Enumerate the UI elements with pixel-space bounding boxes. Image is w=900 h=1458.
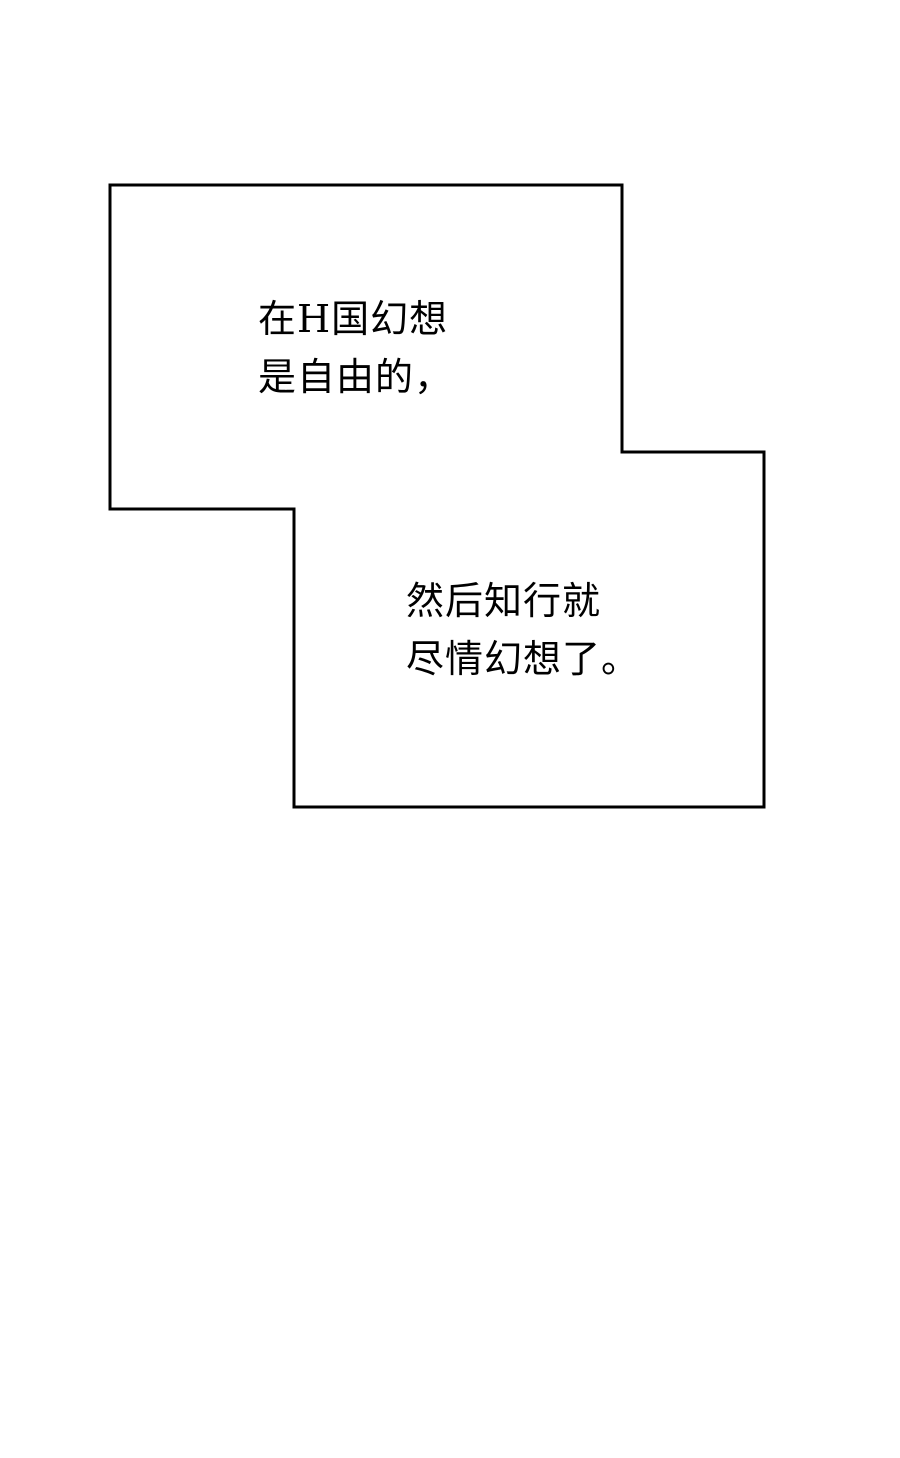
caption-text-lower: 然后知行就 尽情幻想了。 (406, 572, 640, 688)
caption-line: 尽情幻想了。 (406, 637, 641, 681)
caption-box-outline (108, 183, 766, 809)
caption-line: 是自由的， (258, 355, 454, 399)
caption-line: 在H国幻想 (258, 297, 449, 341)
caption-line: 然后知行就 (406, 579, 602, 623)
caption-text-upper: 在H国幻想 是自由的， (258, 290, 453, 406)
